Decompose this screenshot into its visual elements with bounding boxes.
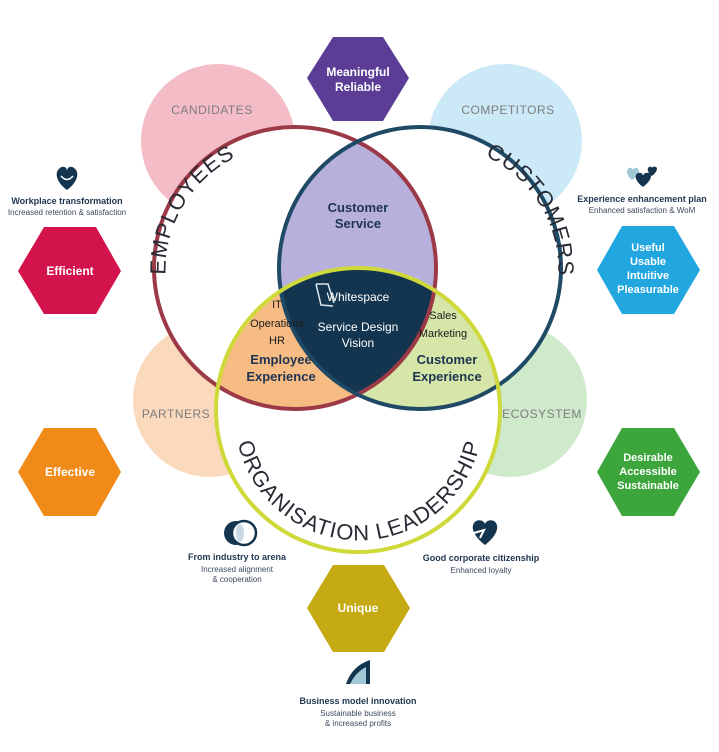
caption-industry: From industry to arena Increased alignme… — [188, 519, 287, 584]
partners-label: PARTNERS — [142, 407, 210, 421]
whitespace-logo-icon — [315, 283, 335, 307]
employee-experience-line1: Employee — [250, 352, 311, 367]
heart-smile-icon — [56, 166, 78, 190]
employee-item-hr: HR — [269, 335, 285, 347]
caption-citizenship-sub: Enhanced loyalty — [451, 566, 512, 575]
caption-business-model-sub2: & increased profits — [325, 719, 391, 728]
hexagon-desirable-accessible: Desirable Accessible Sustainable — [597, 428, 700, 516]
hexagon-right-top-line4: Pleasurable — [617, 284, 679, 296]
caption-business-model: Business model innovation Sustainable bu… — [299, 660, 417, 728]
caption-workplace: Workplace transformation Increased reten… — [8, 166, 126, 217]
customer-experience-line1: Customer — [417, 352, 478, 367]
hexagon-left-top-line1: Efficient — [46, 264, 93, 278]
caption-citizenship: Good corporate citizenship Enhanced loya… — [423, 520, 540, 575]
caption-experience-plan-title: Experience enhancement plan — [577, 194, 707, 204]
hexagon-right-bottom-line3: Sustainable — [617, 480, 679, 492]
employee-item-it: IT — [272, 299, 282, 311]
employee-item-operations: Operations — [250, 318, 304, 330]
center-vision-line1: Service Design — [318, 320, 399, 334]
hexagon-right-bottom-line2: Accessible — [619, 466, 676, 478]
employees-ring — [152, 125, 438, 411]
hearts-cluster-icon-2 — [635, 172, 651, 187]
competitors-label: COMPETITORS — [461, 103, 554, 117]
hexagon-right-top-line1: Useful — [631, 242, 665, 254]
hexagon-right-top-line2: Usable — [630, 256, 666, 268]
caption-experience-plan: Experience enhancement plan Enhanced sat… — [577, 166, 707, 215]
hexagon-meaningful-reliable: Meaningful Reliable — [307, 37, 409, 121]
caption-workplace-sub: Increased retention & satisfaction — [8, 208, 126, 217]
hexagon-right-top-line3: Intuitive — [627, 270, 669, 282]
hexagon-top-line1: Meaningful — [326, 65, 389, 79]
hexagon-bottom-line1: Unique — [338, 601, 379, 615]
broken-heart-crack — [473, 528, 486, 539]
customer-item-marketing: Marketing — [419, 328, 467, 340]
hexagon-efficient: Efficient — [18, 227, 121, 314]
hexagon-right-bottom-shape — [597, 428, 700, 516]
hexagon-right-bottom-line1: Desirable — [623, 452, 673, 464]
hexagon-bottom-shape — [307, 565, 410, 652]
center-vision-line2: Vision — [342, 336, 374, 350]
hexagon-left-bottom-line1: Effective — [45, 465, 95, 479]
hexagon-right-top-shape — [597, 226, 700, 314]
hexagon-left-bottom-shape — [18, 428, 121, 516]
customer-experience-line2: Experience — [412, 369, 481, 384]
candidates-label: CANDIDATES — [171, 103, 252, 117]
hexagon-top-shape — [307, 37, 409, 121]
hexagon-effective: Effective — [18, 428, 121, 516]
broken-heart-icon — [472, 520, 498, 545]
caption-industry-title: From industry to arena — [188, 552, 287, 562]
circles-overlap-lens — [236, 524, 244, 542]
caption-experience-plan-sub: Enhanced satisfaction & WoM — [589, 206, 696, 215]
employee-experience-line2: Experience — [246, 369, 315, 384]
hexagon-unique: Unique — [307, 565, 410, 652]
wave-icon-light — [350, 667, 366, 684]
caption-citizenship-title: Good corporate citizenship — [423, 553, 540, 563]
hearts-cluster-icon-3 — [647, 166, 657, 176]
customer-service-line1: Customer — [328, 200, 389, 215]
caption-industry-sub1: Increased alignment — [201, 565, 274, 574]
customer-service-line2: Service — [335, 216, 381, 231]
whitespace-logo-word: Whitespace — [327, 290, 390, 304]
caption-business-model-sub1: Sustainable business — [320, 709, 396, 718]
caption-business-model-title: Business model innovation — [299, 696, 416, 706]
hexagon-useful-usable: Useful Usable Intuitive Pleasurable — [597, 226, 700, 314]
caption-workplace-title: Workplace transformation — [11, 196, 122, 206]
caption-industry-sub2: & cooperation — [212, 575, 261, 584]
hexagon-left-top-shape — [18, 227, 121, 314]
customers-ring — [277, 125, 563, 411]
leadership-ring — [214, 266, 502, 554]
ecosystem-label: ECOSYSTEM — [502, 407, 582, 421]
customer-item-sales: Sales — [429, 310, 457, 322]
hexagon-top-line2: Reliable — [335, 80, 381, 94]
heart-smile-mouth — [60, 175, 74, 181]
